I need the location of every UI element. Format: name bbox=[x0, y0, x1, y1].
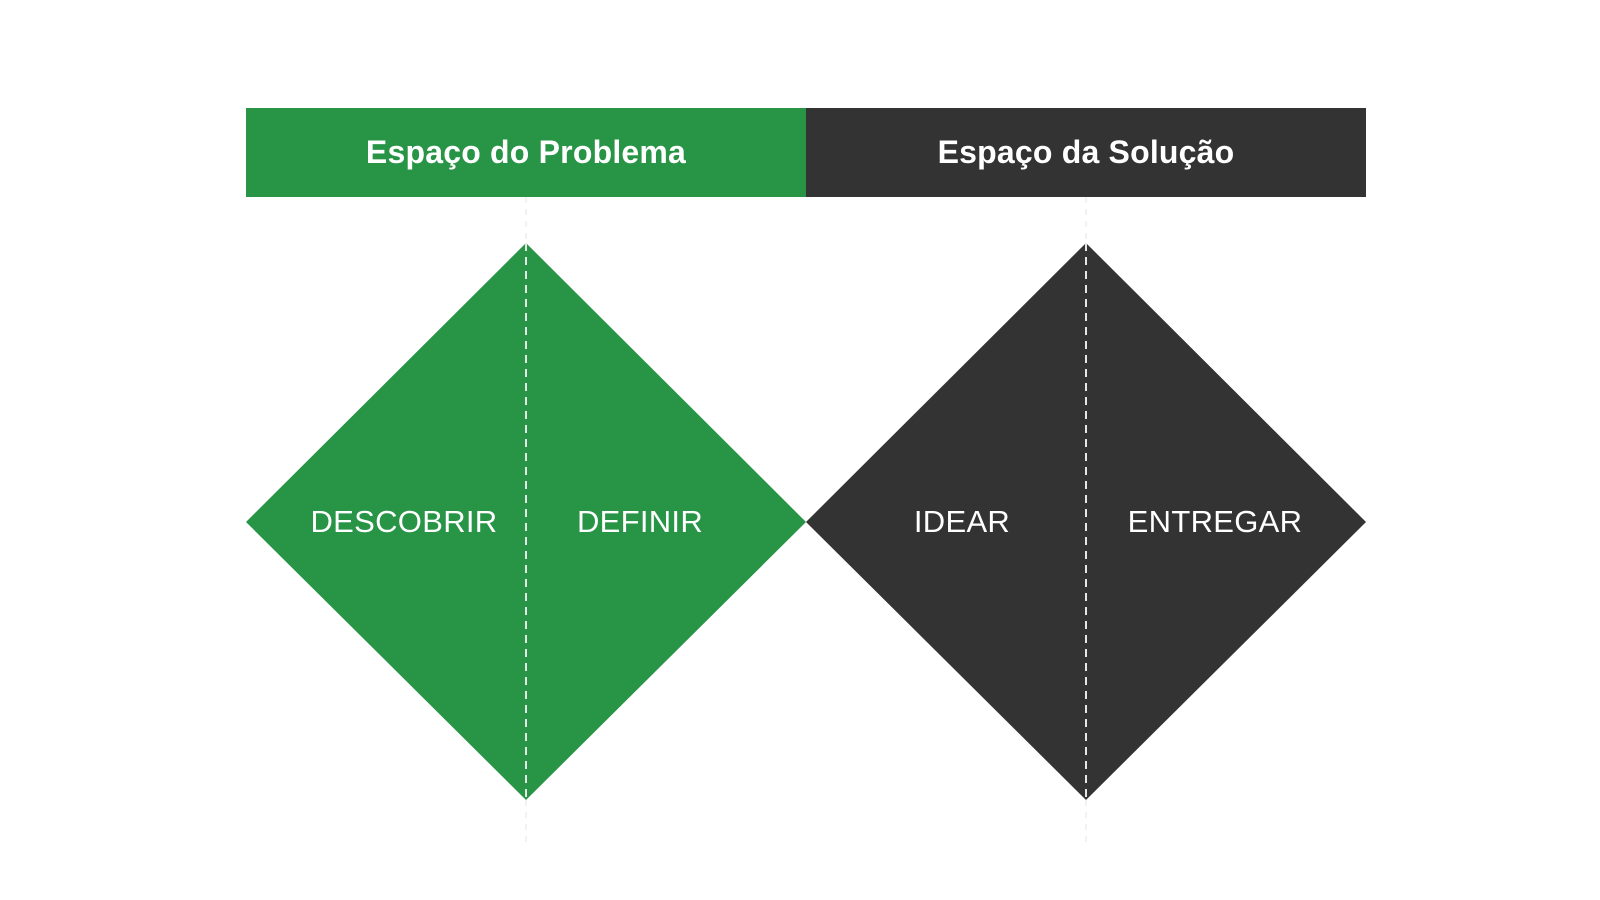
header-bar-solution bbox=[806, 108, 1366, 197]
header-solution-space: Espaço da Solução bbox=[937, 134, 1235, 170]
stage-label-discover: DESCOBRIR bbox=[310, 504, 498, 539]
diamond-solution bbox=[806, 243, 1366, 800]
stage-label-ideate: IDEAR bbox=[913, 504, 1011, 539]
diamond-problem bbox=[246, 243, 806, 800]
stage-label-deliver: ENTREGAR bbox=[1127, 504, 1303, 539]
stage-label-define: DEFINIR bbox=[576, 504, 704, 539]
header-problem-space: Espaço do Problema bbox=[365, 134, 687, 170]
header-bar-problem bbox=[246, 108, 806, 197]
